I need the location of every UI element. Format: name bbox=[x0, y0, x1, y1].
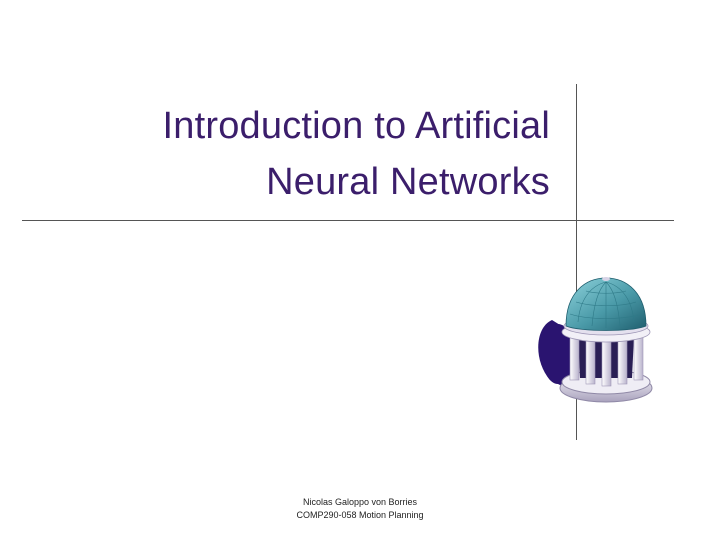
title-line-2: Neural Networks bbox=[266, 161, 550, 203]
horizontal-divider bbox=[22, 220, 674, 221]
footer-author: Nicolas Galoppo von Borries bbox=[302, 497, 418, 507]
old-well-icon bbox=[528, 270, 678, 420]
vertical-divider bbox=[576, 84, 577, 440]
slide-footer: Nicolas Galoppo von Borries COMP290-058 … bbox=[250, 496, 470, 522]
slide-title: Introduction to Artificial Neural Networ… bbox=[10, 98, 550, 210]
title-line-1: Introduction to Artificial bbox=[162, 105, 550, 147]
footer-course: COMP290-058 Motion Planning bbox=[296, 510, 424, 520]
